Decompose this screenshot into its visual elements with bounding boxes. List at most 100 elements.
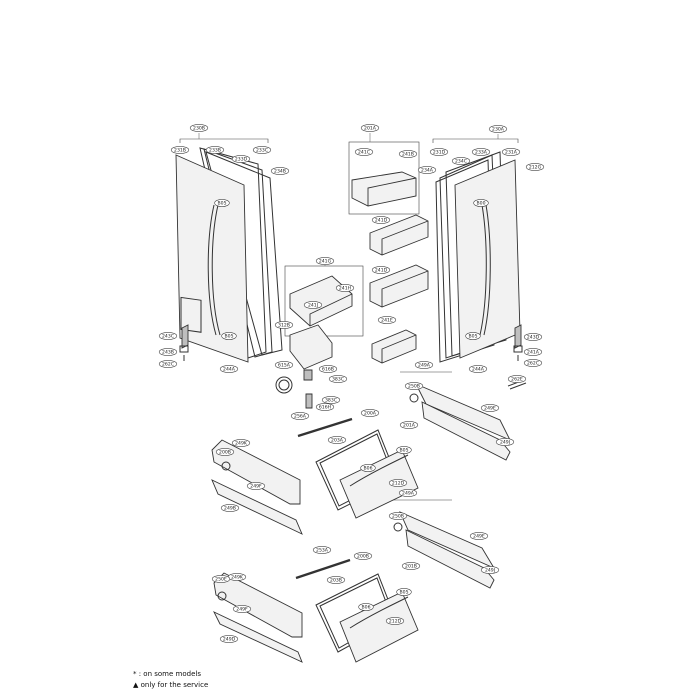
callout-256a: 256A — [290, 412, 310, 420]
callout-text: 234A — [421, 168, 434, 174]
callout-text: B05 — [218, 201, 227, 207]
callout-text: 241D — [375, 268, 388, 274]
callout-bubble — [252, 146, 272, 154]
callout-bubble — [215, 448, 235, 456]
roller-250b-lower — [393, 522, 403, 532]
callout-bubble — [214, 199, 230, 207]
callout-text: 615A — [278, 363, 291, 369]
bin-241d-lower — [369, 264, 429, 308]
callout-233a: 233A — [471, 148, 491, 156]
callout-bubble — [158, 332, 178, 340]
callout-243d: 243D — [523, 333, 543, 341]
callout-text: 233D — [235, 157, 248, 163]
callout-text: 241G — [319, 259, 332, 265]
callout-bubble — [170, 146, 190, 154]
callout-212g: 212G — [525, 163, 545, 171]
callout-201b: 201B — [401, 562, 421, 570]
callout-241g: 241G — [315, 257, 335, 265]
callout-bubble — [451, 157, 471, 165]
callout-text: 241C — [358, 150, 370, 156]
callout-text: 244A — [223, 367, 236, 373]
callout-bubble — [360, 464, 376, 472]
roller-200b — [221, 461, 231, 471]
callout-233d: 233D — [231, 155, 251, 163]
callout-201a: 201A — [360, 124, 380, 132]
fitting-616b — [303, 369, 313, 381]
callout-249f: 249F — [232, 605, 252, 613]
callout-text: 243C — [162, 334, 174, 340]
callout-text: 233A — [475, 150, 488, 156]
callout-bubble — [358, 603, 374, 611]
roller-250e — [217, 591, 227, 601]
bin-241d-upper — [369, 214, 429, 256]
callout-200b: 200B — [215, 448, 235, 456]
callout-text: B05 — [400, 590, 409, 596]
callout-text: 383C — [325, 398, 337, 404]
callout-bubble — [480, 404, 500, 412]
fitting-616h — [305, 393, 313, 409]
callout-244a: 244A — [468, 365, 488, 373]
callout-text: 241D — [375, 218, 388, 224]
callout-b06: B06 — [360, 464, 376, 472]
rail-249j-lower — [405, 529, 495, 589]
note-on-some-models: * : on some models — [133, 670, 201, 678]
callout-text: 244A — [472, 367, 485, 373]
note-only-for-service: ▲ only for the service — [133, 681, 209, 689]
callout-bubble — [398, 150, 418, 158]
callout-text: 249B — [224, 506, 236, 512]
callout-253a: 253A — [312, 546, 332, 554]
callout-bubble — [399, 421, 419, 429]
callout-text: 231B — [174, 148, 186, 154]
callout-text: 249E — [473, 534, 485, 540]
callout-250b: 250B — [404, 382, 424, 390]
callout-bubble — [354, 148, 374, 156]
callout-bubble — [396, 446, 412, 454]
callout-bubble — [396, 588, 412, 596]
right-slide-rails — [393, 383, 511, 589]
callout-text: 249F — [250, 484, 262, 490]
callout-text: 241J — [308, 303, 318, 309]
left-slide-rails — [211, 439, 303, 663]
callout-249b: 249B — [220, 504, 240, 512]
callout-bubble — [388, 479, 408, 487]
callout-243c: 243C — [158, 332, 178, 340]
callout-text: 243B — [162, 350, 174, 356]
callout-615a: 615A — [274, 361, 294, 369]
callout-text: 234B — [274, 169, 286, 175]
callout-text: 250B — [408, 384, 420, 390]
callout-262c: 262C — [523, 359, 543, 367]
callout-bubble — [335, 284, 355, 292]
callout-bubble — [480, 566, 500, 574]
callout-bubble — [219, 635, 239, 643]
callout-text: 249D — [223, 637, 236, 643]
lower-drawer-handle — [349, 596, 409, 629]
rail-249d — [213, 611, 303, 663]
callout-231b: 231B — [170, 146, 190, 154]
callout-249e: 249E — [469, 532, 489, 540]
callout-233c: 233C — [252, 146, 272, 154]
rail-249j-upper — [421, 401, 511, 461]
callout-249k: 249K — [231, 439, 251, 447]
callout-text: 231D — [433, 150, 446, 156]
rail-249k-lower — [213, 572, 303, 638]
callout-text: 249F — [236, 607, 248, 613]
right-door-hinge-pin — [513, 345, 523, 361]
callout-bubble — [525, 163, 545, 171]
callout-241a: 241A — [523, 348, 543, 356]
callout-249j: 249J — [480, 566, 500, 574]
callout-text: B05 — [469, 334, 478, 340]
callout-text: 212D — [392, 481, 405, 487]
callout-text: 231A — [505, 150, 518, 156]
callout-bubble — [312, 546, 332, 554]
callout-b00: B00 — [473, 199, 489, 207]
callout-312b: 312B — [274, 321, 294, 329]
callout-262c: 262C — [158, 360, 178, 368]
callout-249a: 249A — [414, 361, 434, 369]
callout-262e: 262E — [507, 375, 527, 383]
callout-bubble — [471, 148, 491, 156]
callout-bubble — [219, 365, 239, 373]
left-door-assembly — [175, 147, 283, 363]
rail-249k-upper — [211, 439, 301, 505]
callout-text: 230A — [492, 127, 505, 133]
